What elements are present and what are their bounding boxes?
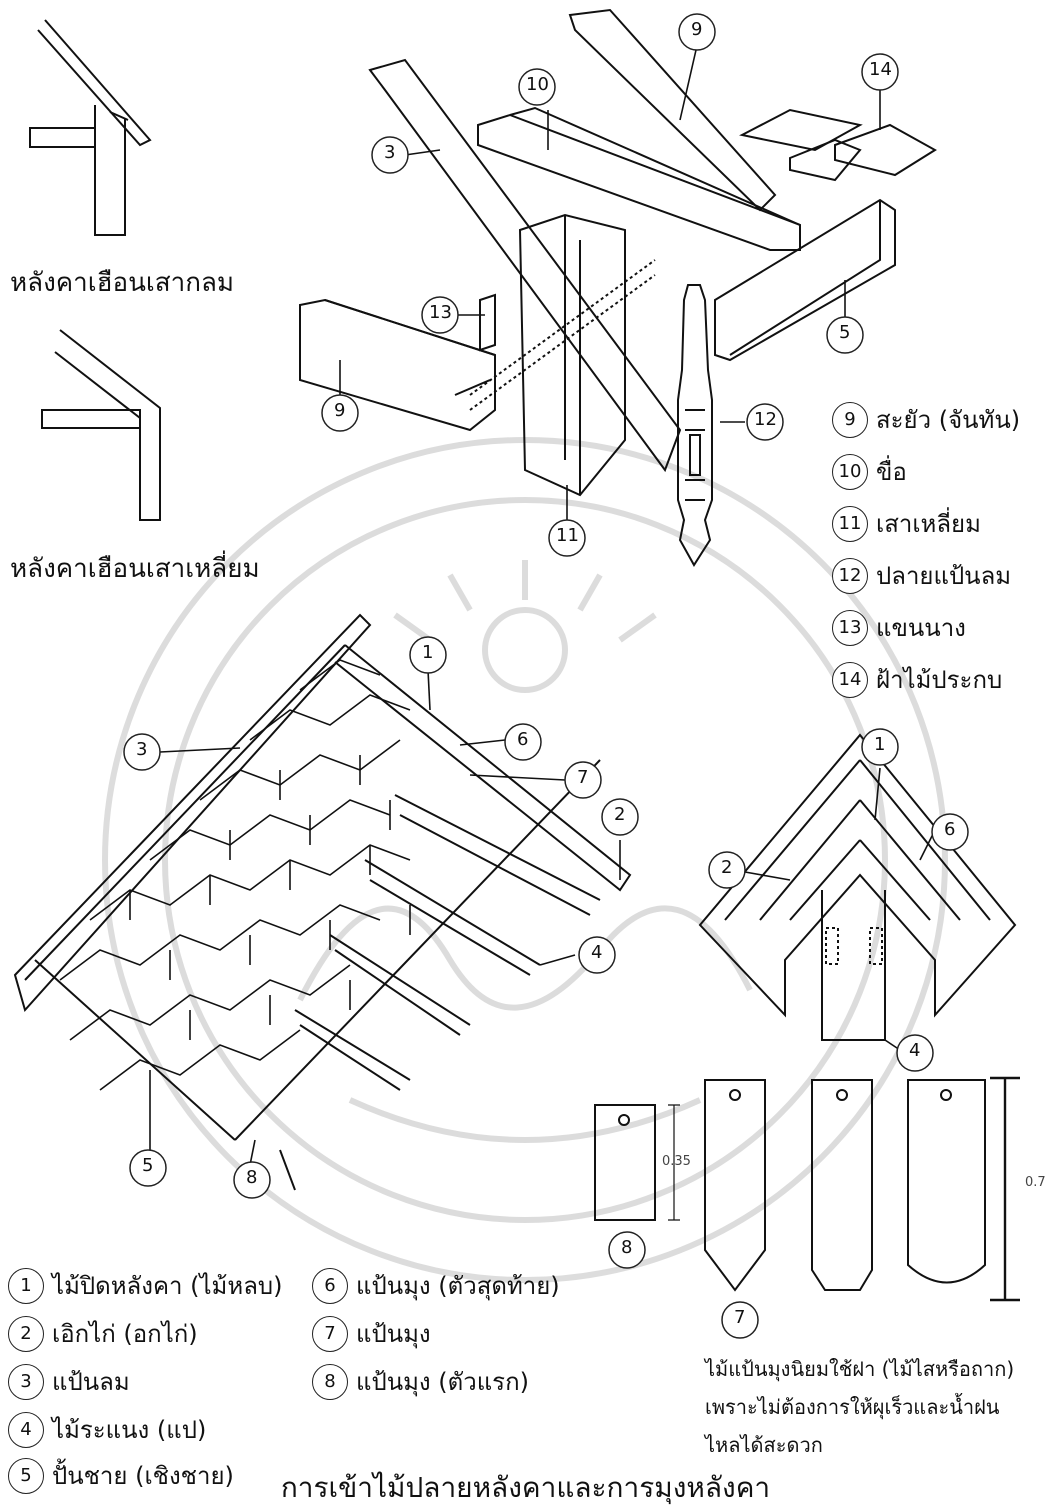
callout-2-left: 2 xyxy=(614,804,626,825)
callout-1-left: 1 xyxy=(422,642,434,663)
ridge-cap-drawing xyxy=(698,733,1017,1041)
shingle-roof-drawing xyxy=(13,613,632,1191)
callout-9-top: 9 xyxy=(691,19,703,40)
callout-5-left: 5 xyxy=(142,1155,154,1176)
note-line-2: เพราะไม่ต้องการให้ผุเร็วและน้ำฝน xyxy=(705,1395,1000,1419)
callout-12: 12 xyxy=(754,409,777,430)
callout-6-left: 6 xyxy=(517,729,529,750)
callout-8-left: 8 xyxy=(246,1167,258,1188)
callout-10: 10 xyxy=(526,74,549,95)
callout-2-right: 2 xyxy=(721,857,733,878)
callout-4-left: 4 xyxy=(591,942,603,963)
callout-3-top: 3 xyxy=(384,142,396,163)
callout-3-left: 3 xyxy=(136,739,148,760)
callout-1-right: 1 xyxy=(874,734,886,755)
timber-assembly xyxy=(299,8,937,567)
dimension-long: 0.7 xyxy=(1025,1175,1046,1190)
callout-7-right: 7 xyxy=(734,1307,746,1328)
callout-circles xyxy=(123,13,969,1339)
caption-square-post: หลังคาเฮือนเสาเหลี่ยม xyxy=(10,554,260,584)
callout-13: 13 xyxy=(429,302,452,323)
caption-round-post: หลังคาเฮือนเสากลม xyxy=(10,268,235,298)
callout-14: 14 xyxy=(869,59,892,80)
callout-8-right: 8 xyxy=(621,1237,633,1258)
callout-6-right: 6 xyxy=(944,819,956,840)
callout-7-left: 7 xyxy=(577,767,589,788)
page-title: การเข้าไม้ปลายหลังคาและการมุงหลังคา xyxy=(280,1471,771,1504)
joint-round-post-sketch xyxy=(29,19,152,236)
callout-9-low: 9 xyxy=(334,400,346,421)
dimension-short: 0.35 xyxy=(662,1154,691,1169)
note-text: ไม้แป้นมุงนิยมใช้ฝา (ไม้ไสหรือถาก) เพราะ… xyxy=(705,1350,1014,1464)
leader-lines xyxy=(149,49,936,1166)
callout-5-top: 5 xyxy=(839,322,851,343)
callout-4-right: 4 xyxy=(909,1040,921,1061)
callout-11: 11 xyxy=(556,525,579,546)
joint-square-post-sketch xyxy=(41,329,161,521)
note-line-3: ไหลได้สะดวก xyxy=(705,1433,823,1457)
shingle-shapes xyxy=(594,1076,1020,1302)
note-line-1: ไม้แป้นมุงนิยมใช้ฝา (ไม้ไสหรือถาก) xyxy=(705,1357,1015,1381)
